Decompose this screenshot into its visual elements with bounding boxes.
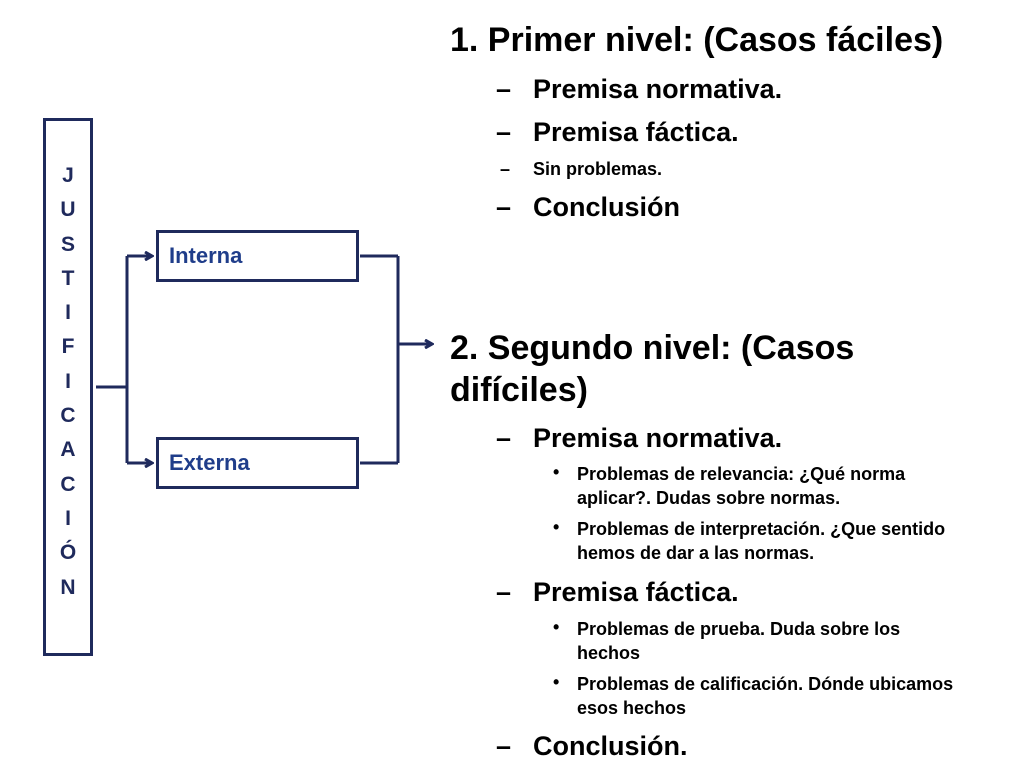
pf-bullet-2-line2: esos hechos [577, 698, 687, 718]
letter: C [60, 472, 76, 496]
node-externa-label: Externa [169, 450, 250, 475]
dash: – [496, 731, 512, 761]
level2-premisa-factica: Premisa fáctica. [533, 577, 739, 607]
letter: I [65, 369, 71, 393]
bullet-dot: • [553, 517, 560, 537]
dash: – [496, 74, 512, 104]
letter: F [61, 335, 75, 359]
level2-title-line2: difíciles) [450, 371, 588, 409]
letter: Ó [59, 541, 77, 565]
level2-title-line1: 2. Segundo nivel: (Casos [450, 329, 855, 367]
dash: – [496, 423, 512, 453]
bullet-dot: • [553, 617, 560, 637]
bullet-dot: • [553, 462, 560, 482]
level1-premisa-normativa: Premisa normativa. [533, 74, 783, 104]
letter: T [61, 266, 75, 290]
pn-bullet-1-line2: aplicar?. Dudas sobre normas. [577, 488, 841, 508]
node-interna: Interna [156, 230, 359, 282]
bullet-dot: • [553, 672, 560, 692]
level1-title: 1. Primer nivel: (Casos fáciles) [450, 21, 944, 59]
letter: I [65, 506, 71, 530]
node-externa: Externa [156, 437, 359, 489]
letter: N [60, 575, 76, 599]
level1-conclusion: Conclusión [533, 192, 680, 222]
dash: – [496, 117, 512, 147]
level2-conclusion: Conclusión. [533, 731, 688, 761]
level2-premisa-normativa: Premisa normativa. [533, 423, 783, 453]
pf-bullet-1-line2: hechos [577, 643, 641, 663]
node-interna-label: Interna [169, 243, 243, 268]
justificacion-box: J U S T I F I C A C I Ó N [43, 118, 93, 656]
pn-bullet-1-line1: Problemas de relevancia: ¿Qué norma [577, 464, 906, 484]
level1-premisa-factica: Premisa fáctica. [533, 117, 739, 147]
justificacion-vertical-label: J U S T I F I C A C I Ó N [46, 159, 90, 605]
pn-bullet-2-line1: Problemas de interpretación. ¿Que sentid… [577, 519, 946, 539]
dash: – [496, 577, 512, 607]
letter: S [60, 232, 75, 256]
dash: – [496, 192, 512, 222]
dash: – [500, 159, 511, 179]
pf-bullet-1-line1: Problemas de prueba. Duda sobre los [577, 619, 901, 639]
letter: U [60, 198, 76, 222]
letter: J [62, 164, 74, 187]
letter: I [65, 301, 71, 325]
pn-bullet-2-line2: hemos de dar a las normas. [577, 543, 815, 563]
level1-sin-problemas: Sin problemas. [533, 159, 663, 179]
pf-bullet-2-line1: Problemas de calificación. Dónde ubicamo… [577, 674, 954, 694]
letter: C [60, 404, 76, 428]
letter: A [60, 438, 76, 462]
